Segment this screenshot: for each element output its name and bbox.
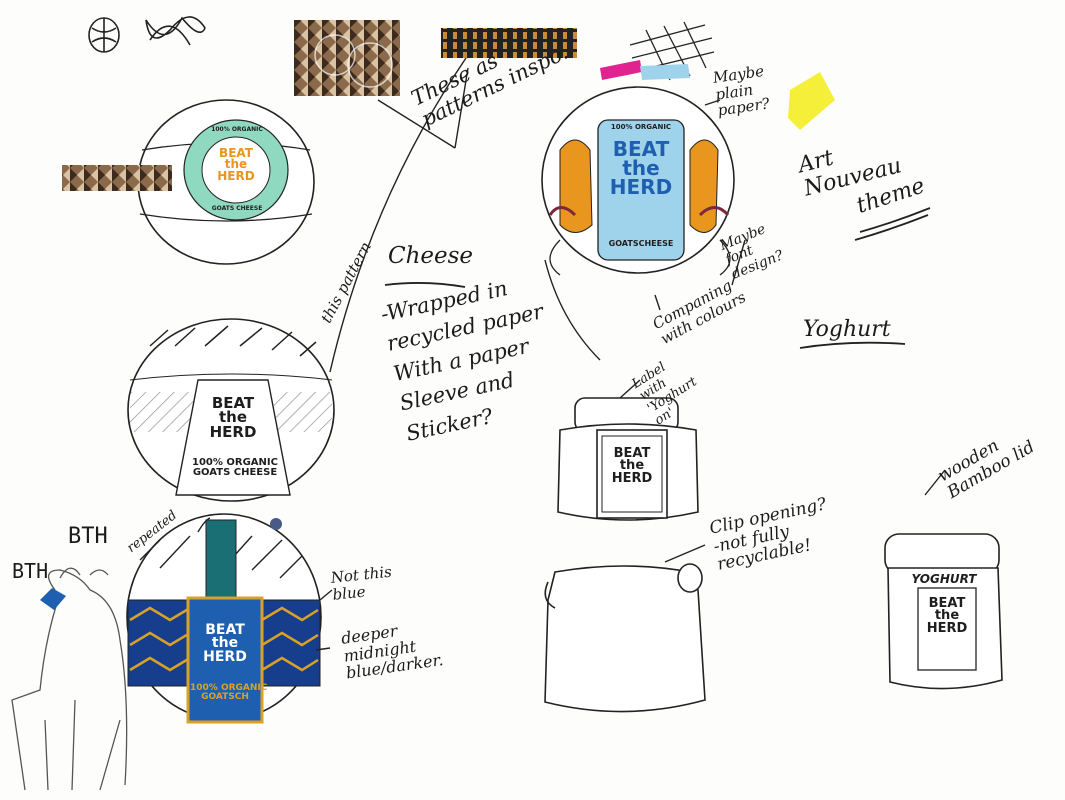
annotation-not-this-blue: Not this blue bbox=[329, 562, 393, 604]
cheese-wheel-top bbox=[62, 99, 315, 265]
annotation-arrows bbox=[197, 57, 946, 651]
annotation-bth-1: BTH bbox=[68, 524, 108, 549]
light-blue-swatch bbox=[640, 64, 690, 80]
magenta-swatch bbox=[600, 60, 642, 80]
crosshatch-swatch bbox=[629, 21, 715, 81]
bth-blue-swatch bbox=[40, 588, 66, 610]
brand-label-bamboo-jar: BEAT the HERD bbox=[926, 596, 968, 636]
pattern-swatch-strip bbox=[441, 28, 577, 58]
cheese-wheel-blue bbox=[126, 513, 322, 724]
heading-underlines bbox=[384, 207, 931, 349]
annotation-bth-2: BTH bbox=[12, 559, 49, 583]
goat-sketch bbox=[11, 567, 128, 791]
yoghurt-jar-wooden-lid bbox=[884, 533, 1003, 690]
cheese-wheel-middle bbox=[127, 318, 335, 502]
yoghurt-jar-label bbox=[557, 397, 699, 521]
annotation-cheese-heading: Cheese bbox=[388, 243, 474, 269]
brand-label-jar: BEAT the HERD bbox=[611, 446, 653, 486]
ink-dot bbox=[270, 518, 282, 530]
art-nouveau-label-design bbox=[541, 86, 735, 276]
goats-cheese-ring-text: GOATS CHEESE bbox=[211, 205, 263, 212]
brand-label-art-nouveau: BEAT the HERD bbox=[609, 137, 673, 199]
brand-label-wheel-blue: BEAT the HERD bbox=[203, 622, 247, 665]
yellow-swatch bbox=[788, 72, 835, 130]
organic-ring-art-nouveau: 100% ORGANIC bbox=[610, 123, 672, 131]
top-doodle-icons bbox=[88, 16, 206, 53]
brand-label-wheel-top: BEAT the HERD bbox=[217, 146, 255, 183]
annotation-maybe-plain-paper: Maybe plain paper? bbox=[711, 61, 771, 120]
annotation-yoghurt-heading: Yoghurt bbox=[803, 317, 891, 342]
yoghurt-word-text: YOGHURT bbox=[911, 572, 977, 586]
annotation-cheese-notes: -Wrapped in recycled paper With a paper … bbox=[378, 276, 546, 446]
brand-label-wheel-middle: BEAT the HERD bbox=[209, 394, 257, 441]
organic-ring-text: 100% ORGANIC bbox=[211, 126, 263, 133]
organic-goatsch-text: 100% ORGANIC GOATSCH bbox=[190, 683, 268, 702]
pattern-swatch-large bbox=[294, 20, 400, 96]
yoghurt-jar-clip bbox=[544, 563, 706, 713]
goatscheese-text: GOATSCHEESE bbox=[608, 239, 674, 248]
organic-goats-cheese-text: 100% ORGANIC GOATS CHEESE bbox=[192, 457, 278, 478]
